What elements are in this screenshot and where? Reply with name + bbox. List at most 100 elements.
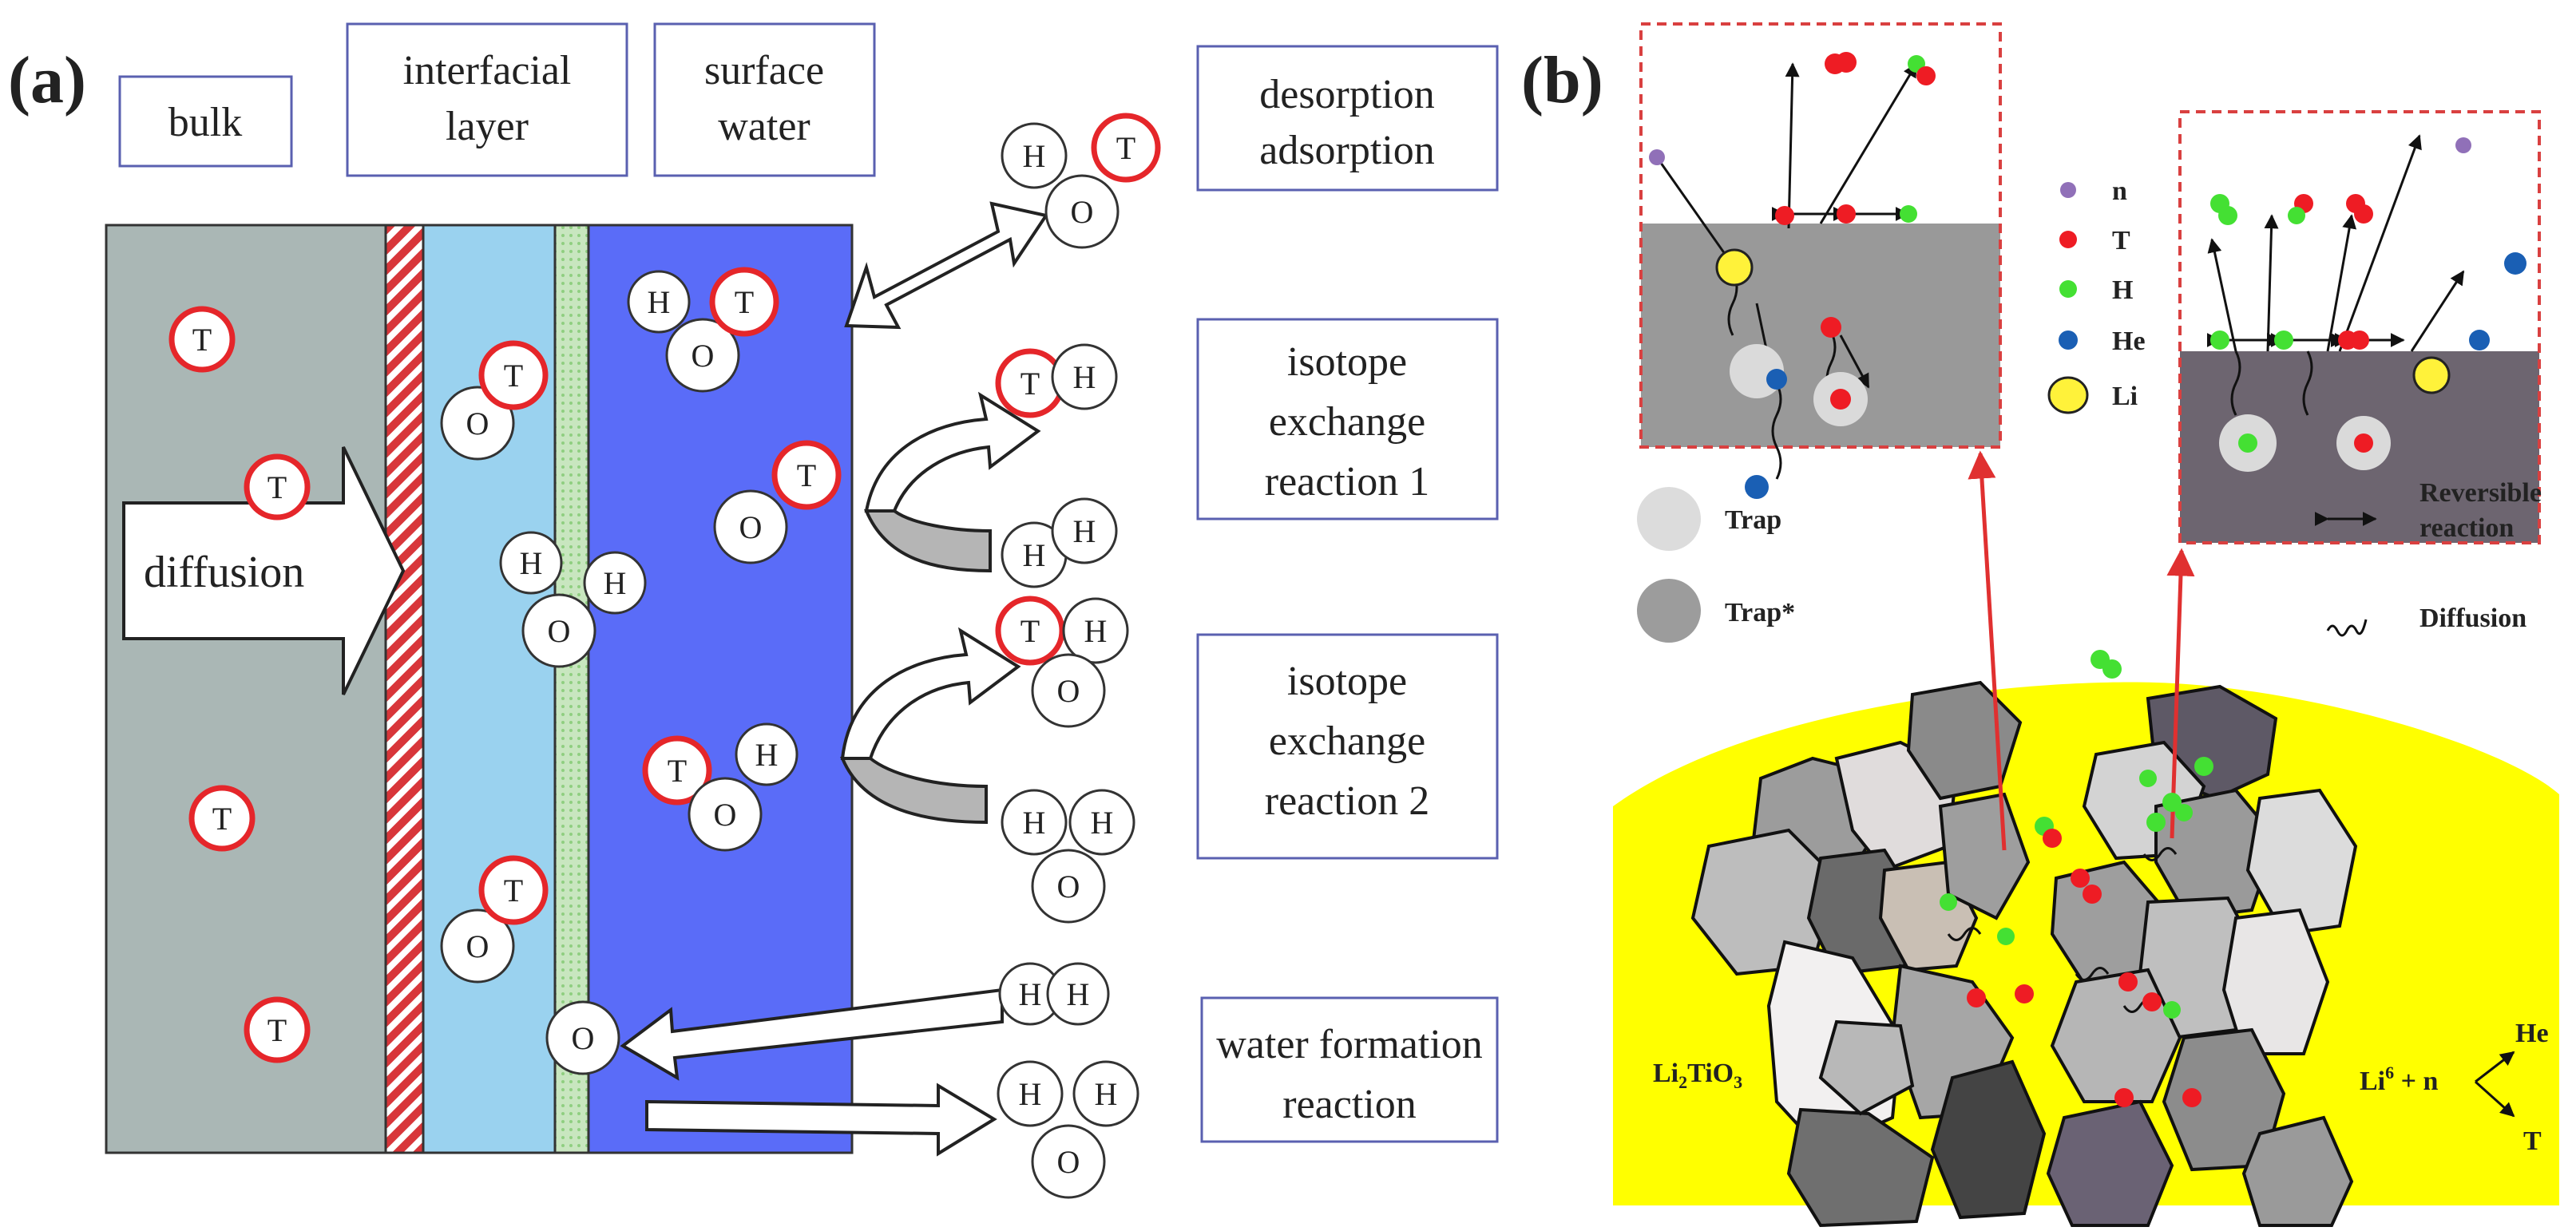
legend-h-label: H bbox=[2112, 275, 2133, 305]
tritium-dot bbox=[2142, 992, 2162, 1011]
tritium-dot bbox=[1837, 204, 1856, 224]
hydrogen-atom: H bbox=[1051, 497, 1118, 564]
oxygen-atom: O bbox=[665, 318, 740, 393]
reaction-path bbox=[1839, 334, 1870, 389]
atom-symbol: H bbox=[1073, 513, 1096, 549]
hydrogen-dot bbox=[2210, 331, 2229, 350]
water-formation-box bbox=[1200, 996, 1499, 1143]
inset-left-frame bbox=[1639, 22, 2002, 449]
oxygen-atom: O bbox=[713, 489, 788, 564]
hydrogen-dot bbox=[2218, 206, 2237, 225]
hydrogen-atom: H bbox=[583, 551, 647, 615]
isotope-1-line3: reaction 1 bbox=[1265, 459, 1429, 505]
legend-li-dot bbox=[2047, 376, 2089, 414]
tritium-dot bbox=[2354, 433, 2373, 453]
water-formation-line1: water formation bbox=[1216, 1022, 1483, 1067]
atom-symbol: H bbox=[1084, 613, 1108, 649]
isotope-2-line3: reaction 2 bbox=[1265, 778, 1429, 824]
atom-symbol: T bbox=[504, 358, 523, 394]
diffusion-path bbox=[2075, 967, 2110, 981]
oxygen-atom: O bbox=[440, 386, 515, 461]
equation-li: Li6 + n bbox=[2360, 1063, 2438, 1096]
surface-header-line2: water bbox=[718, 104, 810, 149]
grain bbox=[2046, 1099, 2174, 1227]
grain bbox=[1818, 1019, 1915, 1116]
atom-symbol: O bbox=[466, 928, 489, 964]
atom-symbol: O bbox=[714, 797, 737, 833]
atom-symbol: T bbox=[668, 753, 687, 789]
atom-symbol: H bbox=[648, 284, 671, 320]
reaction-path bbox=[2338, 134, 2422, 352]
atom-symbol: T bbox=[192, 322, 212, 358]
inset-right-top bbox=[2180, 112, 2539, 351]
oxygen-atom: O bbox=[440, 908, 515, 984]
grain bbox=[1938, 792, 2031, 920]
grain bbox=[2221, 908, 2330, 1055]
surface-header-line1: surface bbox=[704, 48, 824, 93]
bulk-layer bbox=[105, 224, 387, 1154]
material-label: Li2TiO3 bbox=[1653, 1059, 1742, 1092]
equation-he: He bbox=[2515, 1019, 2549, 1048]
isotope-1-box bbox=[1196, 318, 1499, 521]
grain bbox=[1786, 1107, 1935, 1228]
desorption-line1: desorption bbox=[1259, 72, 1435, 117]
reaction-equation: Li6 + n He T bbox=[2360, 1019, 2549, 1156]
diffusion-path bbox=[2302, 350, 2313, 416]
tritium-dot bbox=[2118, 972, 2138, 992]
tritium-atom: T bbox=[168, 306, 236, 373]
tritium-dot bbox=[2015, 984, 2034, 1003]
atom-symbol: H bbox=[1023, 805, 1046, 841]
hydrogen-dot bbox=[2274, 331, 2293, 350]
interfacial-header-box bbox=[346, 22, 628, 177]
hydrogen-dot bbox=[2194, 757, 2213, 776]
panel-b: (b) n T H He Li Tr bbox=[1521, 22, 2559, 1228]
hatched-layer bbox=[384, 224, 425, 1154]
hydrogen-atom: H bbox=[499, 531, 563, 595]
isotope-1-return-arrow bbox=[863, 509, 992, 573]
tritium-dot bbox=[2083, 885, 2102, 904]
atom-symbol: T bbox=[504, 873, 523, 908]
isotope-1-line2: exchange bbox=[1269, 399, 1425, 445]
helium-dot bbox=[2504, 252, 2526, 275]
atom-symbol: O bbox=[739, 509, 763, 545]
hydrogen-atom: H bbox=[1001, 122, 1068, 189]
hydrogen-dot bbox=[1900, 205, 1917, 223]
atom-symbol: O bbox=[692, 338, 715, 374]
equation-t: T bbox=[2523, 1126, 2542, 1156]
atom-symbol: T bbox=[1116, 130, 1135, 166]
oxygen-atom: O bbox=[521, 593, 596, 668]
tritium-atom: T bbox=[244, 453, 311, 521]
tritium-dot bbox=[1830, 389, 1851, 410]
atom-symbol: T bbox=[212, 801, 232, 837]
atom-symbol: O bbox=[1057, 1144, 1080, 1180]
hydrogen-dot bbox=[2288, 207, 2305, 224]
hydrogen-atom: H bbox=[1001, 789, 1068, 856]
legend: n T H He Li bbox=[2047, 176, 2146, 414]
lithium-dot bbox=[1715, 248, 1754, 287]
atom-symbol: T bbox=[268, 469, 287, 505]
isotope-2-line1: isotope bbox=[1287, 659, 1407, 704]
tritium-atom: T bbox=[642, 735, 712, 805]
tritium-dot bbox=[1916, 66, 1936, 85]
hydrogen-atom: H bbox=[627, 270, 691, 334]
tritium-atom: T bbox=[478, 855, 549, 925]
lithium-dot bbox=[2412, 356, 2451, 394]
water-formation-in-arrow bbox=[620, 988, 1004, 1081]
tritium-dot bbox=[2182, 1088, 2201, 1107]
hydrogen-dot bbox=[2175, 804, 2193, 821]
legend-li-label: Li bbox=[2112, 382, 2138, 411]
reaction-path bbox=[2207, 238, 2237, 352]
desorption-box bbox=[1196, 45, 1499, 192]
neutron-dot bbox=[2455, 137, 2471, 153]
tritium-atom: T bbox=[188, 785, 256, 852]
atom-symbol: T bbox=[1020, 366, 1040, 402]
hydrogen-dot bbox=[1997, 928, 2015, 945]
atom-symbol: O bbox=[1057, 869, 1080, 904]
tritium-dot bbox=[2043, 829, 2062, 848]
tritium-atom: T bbox=[478, 340, 549, 410]
diffusion-path bbox=[1771, 382, 1782, 480]
tritium-dot bbox=[2350, 331, 2369, 350]
trap-label: Trap bbox=[1725, 505, 1781, 535]
legend-h-dot bbox=[2059, 280, 2077, 298]
